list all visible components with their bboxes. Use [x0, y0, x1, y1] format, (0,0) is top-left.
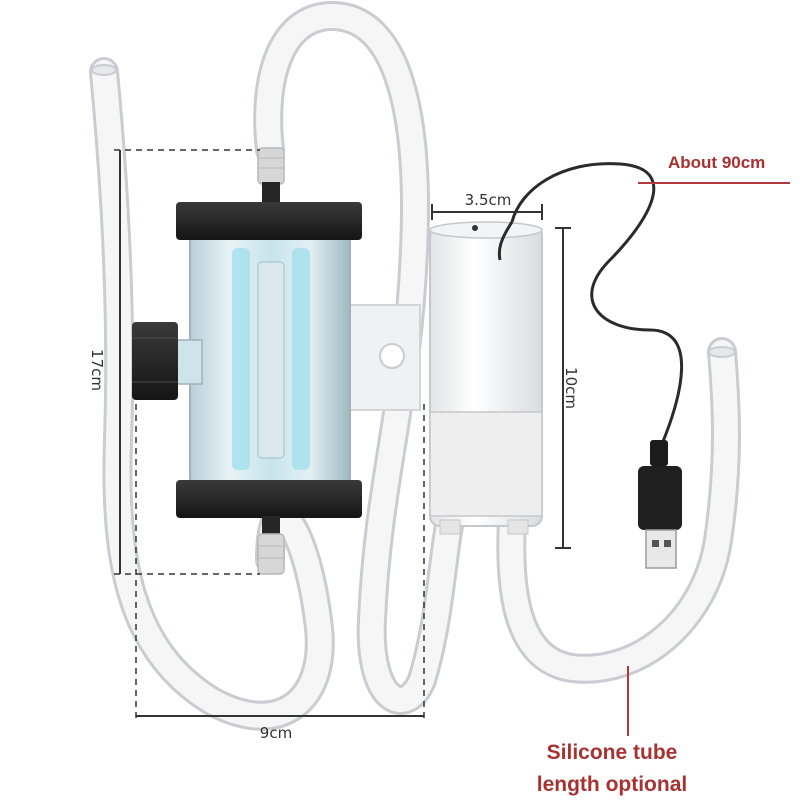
usb-cable — [497, 162, 683, 445]
height-dimension-label: 17cm — [88, 349, 106, 391]
water-pump — [429, 221, 543, 535]
uv-filter-canister — [132, 147, 362, 575]
width-dimension-label: 9cm — [260, 724, 292, 742]
usb-plug-icon — [638, 440, 682, 569]
cable-length-callout: About 90cm — [668, 153, 765, 172]
tube-length-callout-line2: length optional — [537, 773, 687, 796]
mounting-bracket — [349, 304, 421, 411]
tube-length-callout-line1: Silicone tube — [547, 741, 678, 764]
dimension-lines — [114, 149, 790, 736]
pump-height-label: 10cm — [562, 367, 580, 409]
pump-width-label: 3.5cm — [465, 191, 512, 209]
